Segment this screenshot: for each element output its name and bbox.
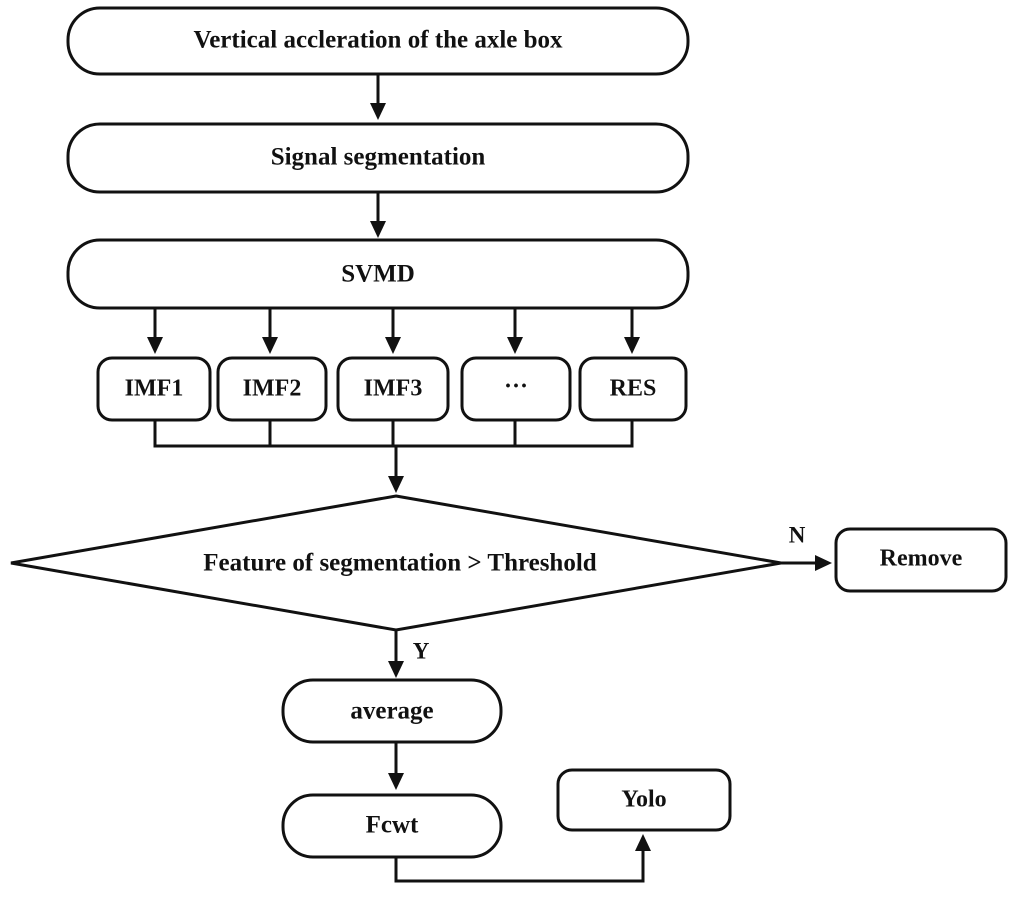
node-res: RES [578, 356, 688, 422]
node-average: average [281, 678, 503, 744]
node-fcwt-label: Fcwt [366, 812, 419, 839]
node-imf2-label: IMF2 [243, 376, 302, 402]
node-remove: Remove [834, 527, 1008, 593]
node-imf3-label: IMF3 [364, 376, 423, 402]
node-ellipsis: ··· [460, 356, 572, 422]
node-decision: Feature of segmentation > Threshold [10, 494, 782, 632]
edge-label-yes: Y [413, 638, 430, 663]
node-fcwt: Fcwt [281, 793, 503, 859]
node-imf1-label: IMF1 [125, 376, 184, 402]
node-ellipsis-label: ··· [504, 374, 528, 400]
node-imf1: IMF1 [96, 356, 212, 422]
node-average-label: average [350, 698, 433, 725]
edge-label-no: N [789, 522, 806, 547]
node-input-label: Vertical accleration of the axle box [193, 27, 563, 54]
node-remove-label: Remove [880, 546, 963, 572]
node-res-label: RES [610, 376, 657, 402]
node-svmd: SVMD [66, 238, 690, 310]
node-decision-label: Feature of segmentation > Threshold [203, 550, 597, 577]
arrow-decision-to-remove [781, 555, 832, 571]
node-yolo-label: Yolo [621, 787, 666, 813]
node-yolo: Yolo [556, 768, 732, 832]
arrow-segmentation-to-svmd [370, 192, 386, 238]
node-segmentation-label: Signal segmentation [271, 144, 486, 171]
arrows-svmd-to-components [147, 308, 640, 354]
node-input: Vertical accleration of the axle box [66, 6, 690, 76]
merge-components [153, 420, 634, 493]
arrow-average-to-fcwt [388, 742, 404, 790]
arrow-fcwt-to-yolo [394, 834, 651, 883]
node-imf2: IMF2 [216, 356, 328, 422]
arrow-decision-to-average [388, 630, 404, 678]
node-imf3: IMF3 [336, 356, 450, 422]
node-svmd-label: SVMD [341, 261, 415, 288]
arrow-input-to-segmentation [370, 74, 386, 120]
node-segmentation: Signal segmentation [66, 122, 690, 194]
